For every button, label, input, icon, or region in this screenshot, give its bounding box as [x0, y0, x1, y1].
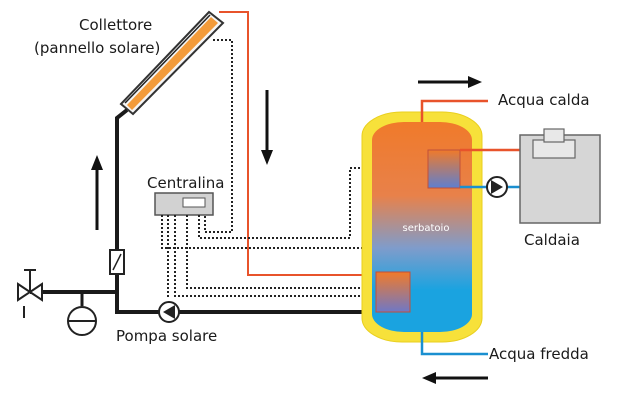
hot-water-label: Acqua calda: [498, 91, 590, 109]
controller-label: Centralina: [147, 174, 225, 192]
left-arrow-icon: [422, 372, 488, 384]
solar-heat-exchanger: [375, 271, 411, 313]
boiler-label: Caldaia: [524, 231, 580, 249]
solar-collector: [119, 10, 225, 116]
solar-pump-label: Pompa solare: [116, 327, 218, 345]
boiler-pump-icon: [486, 176, 508, 198]
right-arrow-icon: [418, 76, 482, 88]
collector-sub-label: (pannello solare): [34, 39, 161, 57]
tank-label: serbatoio: [402, 223, 450, 234]
up-arrow-icon: [91, 155, 103, 230]
solar-hot-pipe: [219, 11, 382, 276]
sensor-wires: [161, 39, 378, 299]
controller-unit: [154, 192, 214, 216]
safety-valve-icon: [17, 269, 43, 318]
expansion-vessel-icon: [67, 306, 97, 336]
hot-water-pipe: [420, 99, 488, 122]
boiler-unit: [519, 128, 601, 224]
solar-circuit-pipes: [30, 108, 380, 314]
cold-water-label: Acqua fredda: [489, 345, 589, 363]
boiler-heat-exchanger: [427, 149, 461, 189]
solar-pump-icon: [158, 301, 180, 323]
flow-arrows: [91, 76, 488, 384]
cold-water-pipe: [420, 332, 488, 356]
down-arrow-icon: [261, 90, 273, 165]
collector-label: Collettore: [79, 16, 153, 34]
non-return-valve: [109, 249, 125, 275]
